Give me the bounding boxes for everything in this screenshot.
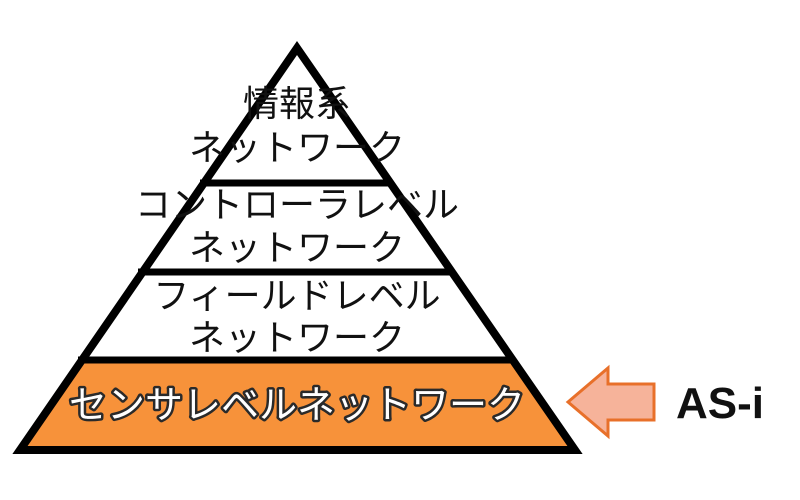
level-field-line-2: ネットワーク <box>189 318 405 359</box>
level-info-line-1: 情報系 <box>243 84 351 125</box>
left-arrow-icon <box>565 364 656 440</box>
level-sensor-fill <box>20 360 575 450</box>
pyramid-outline <box>12 40 583 454</box>
level-controller-line-1: コントローラレベル <box>135 185 459 226</box>
level-info-line-2: ネットワーク <box>189 128 405 169</box>
level-controller-line-2: ネットワーク <box>189 228 405 269</box>
level-field-line-1: フィールドレベル <box>153 276 440 317</box>
callout-label: AS-i <box>676 379 764 428</box>
level-sensor-label: センサレベルネットワーク <box>69 383 525 427</box>
